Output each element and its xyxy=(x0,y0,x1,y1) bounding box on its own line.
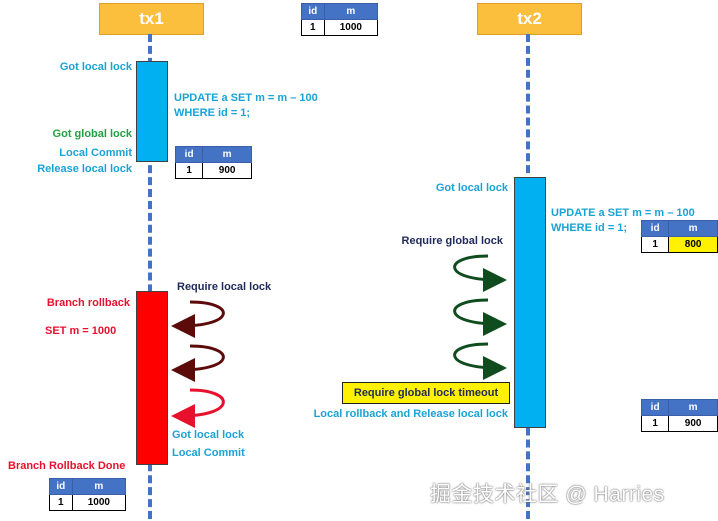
tx1-title: tx1 xyxy=(139,9,164,28)
local-lock-arrow-2 xyxy=(171,344,225,382)
initial-table-header-id: id xyxy=(301,3,325,20)
tx1-require-local-lock-label: Require local lock xyxy=(177,281,272,293)
initial-table-m: 1000 xyxy=(323,19,379,36)
tx1-branch-rollback-done-label: Branch Rollback Done xyxy=(8,460,126,472)
tx1-final-table: id m 1 1000 xyxy=(49,478,127,511)
tx1-after-table-id: 1 xyxy=(174,162,204,179)
local-lock-retry-arrows xyxy=(171,300,225,428)
tx1-local-commit-label: Local Commit xyxy=(59,147,132,159)
tx2-require-global-lock-label: Require global lock xyxy=(401,235,503,247)
tx2-pending-table: id m 1 800 xyxy=(640,220,718,253)
tx1-after-table-header-id: id xyxy=(174,146,204,163)
tx1-final-table-m: 1000 xyxy=(71,494,127,511)
initial-table-id: 1 xyxy=(301,19,325,36)
tx1-set-m-label: SET m = 1000 xyxy=(45,325,117,337)
tx1-lifeline xyxy=(148,34,152,519)
tx2-local-tx-bar xyxy=(514,177,546,428)
global-lock-timeout-label: Require global lock timeout xyxy=(353,387,499,399)
tx1-release-local-lock-label: Release local lock xyxy=(37,163,132,175)
tx2-pending-table-header-id: id xyxy=(640,220,670,237)
tx1-local-tx-bar xyxy=(136,61,168,162)
global-lock-arrow-2 xyxy=(453,298,507,336)
tx2-got-local-lock-label: Got local lock xyxy=(435,182,508,194)
initial-table: id m 1 1000 xyxy=(301,3,379,36)
global-lock-arrow-1 xyxy=(453,254,507,292)
tx2-final-table-header-id: id xyxy=(640,399,670,416)
tx2-final-table-header-m: m xyxy=(668,399,718,416)
tx2-pending-table-header-m: m xyxy=(668,220,718,237)
tx1-sql-line1: UPDATE a SET m = m – 100 xyxy=(174,92,318,104)
tx1-got-global-lock-label: Got global lock xyxy=(52,128,132,140)
global-lock-retry-arrows xyxy=(453,254,507,380)
tx1-after-commit-table: id m 1 900 xyxy=(174,146,252,179)
watermark: 掘金技术社区 @ Harries xyxy=(430,483,665,506)
local-lock-arrow-3 xyxy=(171,388,225,428)
tx1-after-table-header-m: m xyxy=(202,146,252,163)
tx1-branch-rollback-label: Branch rollback xyxy=(46,297,130,309)
tx1-final-table-id: 1 xyxy=(49,494,73,511)
tx2-local-rollback-label: Local rollback and Release local lock xyxy=(313,408,508,420)
tx1-local-commit-2-label: Local Commit xyxy=(172,447,245,459)
tx1-final-table-header-m: m xyxy=(71,478,127,495)
tx1-got-local-lock-label: Got local lock xyxy=(59,61,132,73)
tx2-final-table-id: 1 xyxy=(640,415,670,432)
tx1-rollback-bar xyxy=(136,291,168,465)
tx2-pending-table-m: 800 xyxy=(668,236,718,253)
tx2-sql-line2: WHERE id = 1; xyxy=(551,222,628,234)
global-lock-timeout-box: Require global lock timeout xyxy=(342,382,510,404)
initial-table-header-m: m xyxy=(323,3,379,20)
tx2-header: tx2 xyxy=(477,3,582,35)
tx1-after-table-m: 900 xyxy=(202,162,252,179)
tx2-final-table-m: 900 xyxy=(668,415,718,432)
tx2-sql-line1: UPDATE a SET m = m – 100 xyxy=(551,207,695,219)
tx1-got-local-lock-2-label: Got local lock xyxy=(172,429,245,441)
tx1-header: tx1 xyxy=(99,3,204,35)
tx2-pending-table-id: 1 xyxy=(640,236,670,253)
tx2-title: tx2 xyxy=(517,9,542,28)
global-lock-arrow-3 xyxy=(453,342,507,380)
tx2-final-table: id m 1 900 xyxy=(640,399,718,432)
tx1-final-table-header-id: id xyxy=(49,478,73,495)
local-lock-arrow-1 xyxy=(171,300,225,338)
tx1-sql-line2: WHERE id = 1; xyxy=(174,107,251,119)
